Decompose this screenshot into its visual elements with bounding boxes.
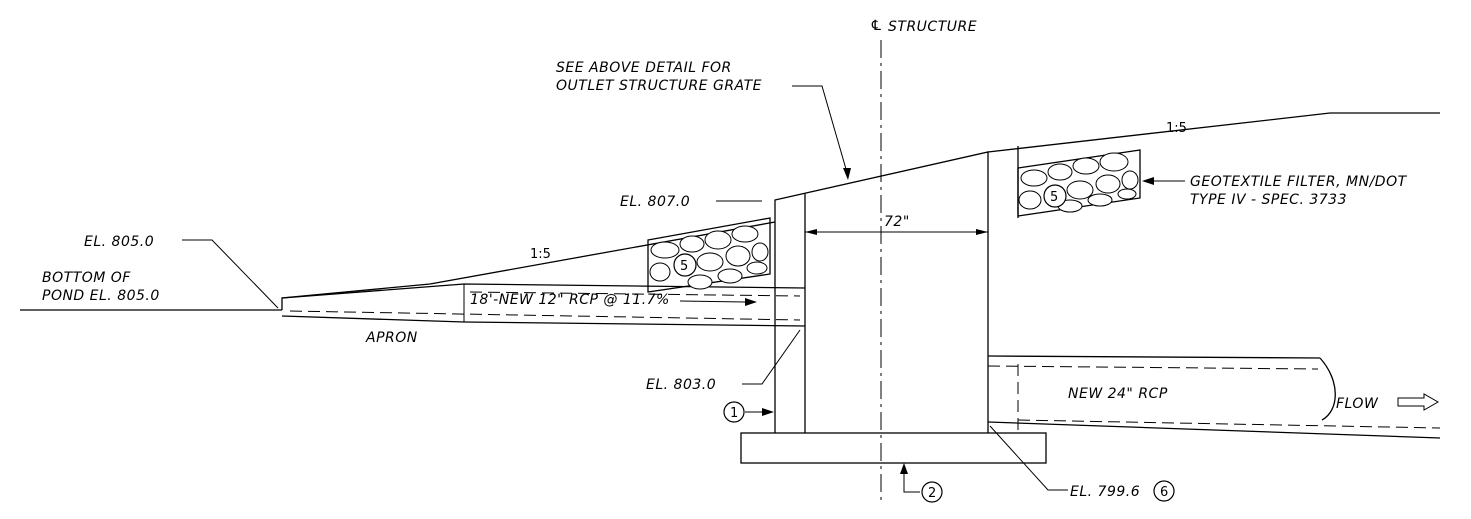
centerline-symbol: ℄ [870,18,883,34]
bottom-pond-line1: BOTTOM OF [42,270,131,286]
flow-direction-arrow-icon [1397,393,1440,411]
riprap-right-zone [1017,149,1141,217]
dim-72-label: 72" [884,214,910,230]
el-805-label: EL. 805.0 [84,234,154,250]
pipe-24-top [987,355,1321,359]
right-slope-ground-line [987,112,1440,153]
flow-label: FLOW [1336,396,1379,412]
geotextile-line1: GEOTEXTILE FILTER, MN/DOT [1190,174,1408,190]
pipe-24-bottom [987,421,1441,439]
detail-note-line2: OUTLET STRUCTURE GRATE [556,78,762,94]
pipe-12-label: 18'-NEW 12" RCP @ 11.7% [470,292,670,308]
flow-arrow-shaft [679,300,746,303]
slope-label-right: 1:5 [1166,121,1187,136]
detail-note-line1: SEE ABOVE DETAIL FOR [556,60,732,76]
riprap-left-stones [649,225,769,290]
callout-2-leader [903,472,920,493]
apron-bottom-edge [281,315,806,327]
callout-5-left: 5 [680,259,688,274]
callout-2: 2 [928,486,936,501]
el-807-label: EL. 807.0 [620,194,690,210]
callout-2-arrow [900,463,908,474]
callout-5-right: 5 [1050,190,1058,205]
pipe-24-invert-hidden [1017,419,1441,429]
structure-base-slab [740,432,1047,464]
detail-note-arrow [843,168,851,180]
callout-6-circle [1153,480,1175,502]
geotextile-line2: TYPE IV - SPEC. 3733 [1190,192,1347,208]
pipe-12-invert-hidden [289,310,801,321]
dim-72-arrow-left [805,229,817,235]
apron-label: APRON [365,330,418,346]
callout-1-arrow [762,408,774,416]
el-799-label: EL. 799.6 [1070,484,1140,500]
callout-1: 1 [730,406,738,421]
dim-72-arrow-right [976,229,988,235]
el-805-leader [182,239,279,309]
detail-note-leader [792,85,849,177]
callout-2-circle [921,481,943,503]
centerline-label: STRUCTURE [888,19,977,35]
pipe-24-crown-hidden [987,365,1319,370]
slope-label-left: 1:5 [530,247,551,262]
structure-outer-wall [774,151,989,433]
riprap-right-stones [1018,152,1139,213]
pipe-12-crown-hidden [469,291,801,297]
pipe-24-label: NEW 24" RCP [1068,386,1168,402]
callout-1-circle [723,401,745,423]
flow-arrow-head [745,298,757,306]
pipe-24-break-line [1319,357,1336,421]
el-803-label: EL. 803.0 [646,377,716,393]
bottom-pond-line2: POND EL. 805.0 [42,288,160,304]
callout-5-right-circle [1043,184,1067,208]
el-799-leader [989,425,1068,491]
riprap-left-zone [647,217,771,293]
geotextile-arrow [1142,177,1154,185]
callout-5-left-circle [673,253,697,277]
left-slope-ground-line [281,221,776,310]
el-803-leader [742,329,801,385]
callout-6: 6 [1160,485,1168,500]
